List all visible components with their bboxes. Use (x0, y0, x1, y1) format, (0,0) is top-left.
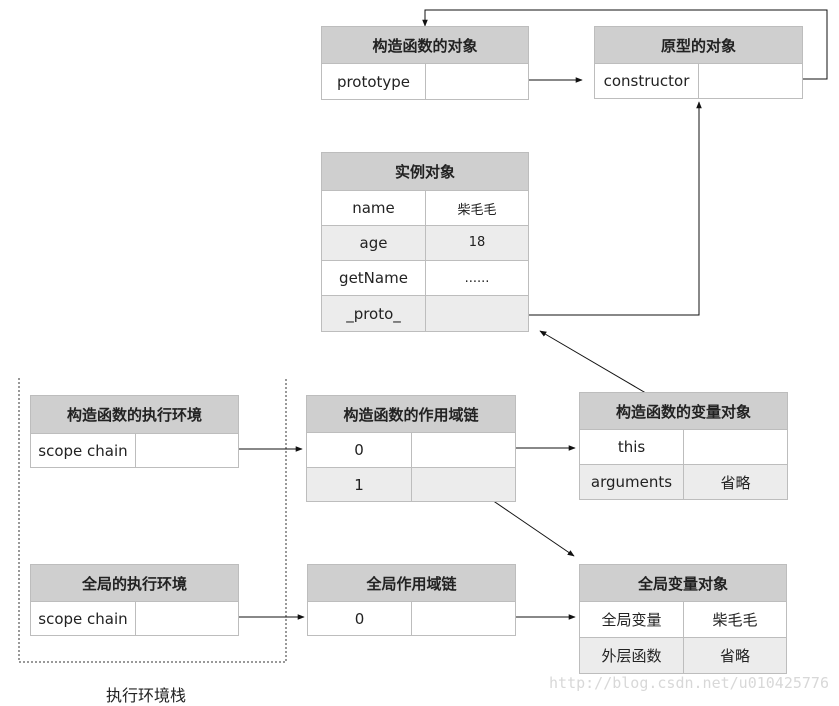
watermark: http://blog.csdn.net/u010425776 (549, 674, 829, 692)
global-scope-chain: 全局作用域链 0 (307, 564, 516, 636)
table-row: this (580, 430, 787, 465)
row-key: scope chain (31, 434, 136, 467)
table-header: 构造函数的变量对象 (580, 393, 787, 430)
row-value: ...... (464, 270, 490, 286)
row-value (684, 430, 787, 464)
row-key: getName (322, 261, 426, 295)
table-header: 全局作用域链 (308, 565, 515, 602)
table-row: prototype (322, 64, 528, 99)
table-row: constructor (595, 64, 802, 98)
row-value (426, 64, 528, 99)
row-key: age (322, 226, 426, 260)
row-key: 全局变量 (580, 602, 684, 637)
table-header: 构造函数的对象 (322, 27, 528, 64)
row-value: 柴毛毛 (712, 611, 758, 629)
row-value: 18 (468, 235, 486, 250)
constructor-scope-chain: 构造函数的作用域链 0 1 (306, 395, 516, 502)
table-row: 外层函数 省略 (580, 638, 786, 673)
row-key: 0 (307, 433, 412, 467)
execution-stack-label: 执行环境栈 (106, 686, 187, 705)
row-key: 0 (308, 602, 412, 635)
row-key: name (322, 191, 426, 225)
global-execution-context: 全局的执行环境 scope chain (30, 564, 239, 636)
constructor-execution-context: 构造函数的执行环境 scope chain (30, 395, 239, 468)
constructor-variable-object: 构造函数的变量对象 this arguments 省略 (579, 392, 788, 500)
row-value (412, 433, 515, 467)
table-row: 全局变量 柴毛毛 (580, 602, 786, 638)
constructor-function-object: 构造函数的对象 prototype (321, 26, 529, 100)
row-value (412, 468, 515, 501)
row-value: 省略 (719, 647, 750, 665)
row-value (136, 434, 238, 467)
row-key: 1 (307, 468, 412, 501)
row-key: this (580, 430, 684, 464)
table-row: 0 (308, 602, 515, 635)
table-header: 构造函数的作用域链 (307, 396, 515, 433)
table-row: age 18 (322, 226, 528, 261)
table-row: _proto_ (322, 296, 528, 331)
table-row: getName ...... (322, 261, 528, 296)
table-header: 原型的对象 (595, 27, 802, 64)
table-header: 全局变量对象 (580, 565, 786, 602)
row-value (426, 296, 528, 331)
table-row: scope chain (31, 434, 238, 467)
table-row: 0 (307, 433, 515, 468)
row-key: constructor (595, 64, 699, 98)
table-row: scope chain (31, 602, 238, 635)
table-header: 构造函数的执行环境 (31, 396, 238, 434)
table-row: arguments 省略 (580, 465, 787, 499)
row-key: arguments (580, 465, 684, 499)
row-key: _proto_ (322, 296, 426, 331)
row-key: 外层函数 (580, 638, 684, 673)
table-row: 1 (307, 468, 515, 501)
table-row: name 柴毛毛 (322, 191, 528, 226)
row-key: scope chain (31, 602, 136, 635)
prototype-object: 原型的对象 constructor (594, 26, 803, 99)
table-header: 实例对象 (322, 153, 528, 191)
row-value: 省略 (720, 473, 751, 492)
instance-object: 实例对象 name 柴毛毛 age 18 getName ...... _pro… (321, 152, 529, 332)
row-value (136, 602, 238, 635)
global-variable-object: 全局变量对象 全局变量 柴毛毛 外层函数 省略 (579, 564, 787, 674)
row-value (412, 602, 515, 635)
table-header: 全局的执行环境 (31, 565, 238, 602)
row-value (699, 64, 802, 98)
row-key: prototype (322, 64, 426, 99)
row-value: 柴毛毛 (457, 202, 497, 218)
